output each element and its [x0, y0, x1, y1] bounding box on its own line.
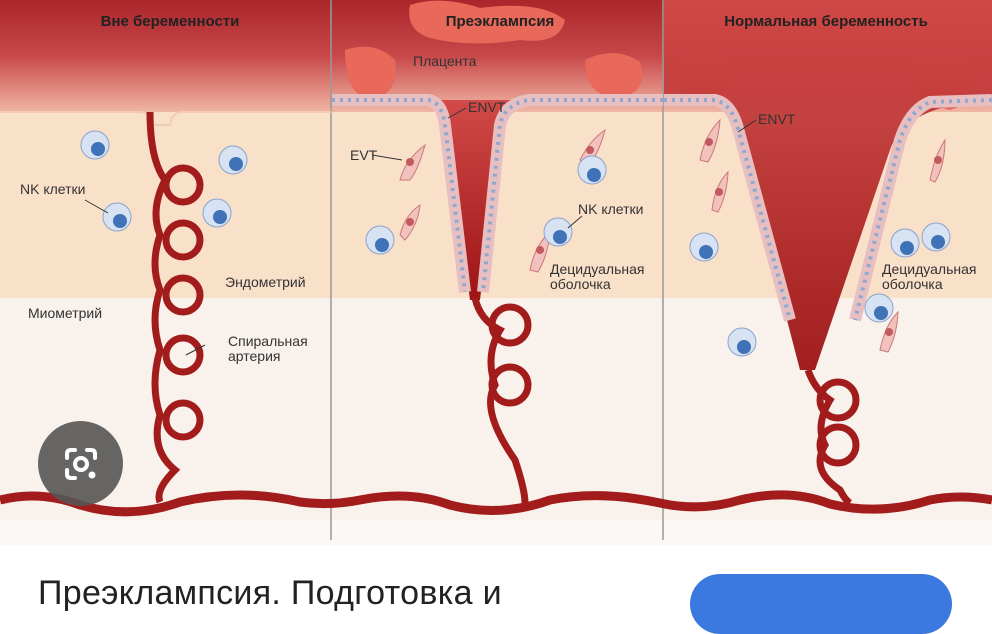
- nk-cell: [890, 228, 920, 258]
- label-spiral-artery: Спиральная: [228, 333, 308, 349]
- label-nk-cells: NK клетки: [20, 181, 85, 197]
- nk-cell: [202, 198, 232, 228]
- nk-cell: [218, 145, 248, 175]
- label-placenta: Плацента: [413, 53, 477, 69]
- evt-cell: [399, 203, 421, 241]
- lens-camera-icon: [64, 447, 97, 480]
- label-endometrium: Эндометрий: [225, 274, 306, 290]
- result-title[interactable]: Преэклампсия. Подготовка и: [38, 574, 502, 612]
- label-envt: ENVT: [468, 99, 506, 115]
- label-myometrium: Миометрий: [28, 305, 102, 321]
- uterine-artery: [0, 490, 992, 517]
- label-nk-cells: NK клетки: [578, 201, 643, 217]
- spiral-artery: [804, 368, 860, 507]
- label-decidua-2: оболочка: [550, 276, 611, 292]
- nk-cell: [577, 155, 607, 185]
- panel-title: Преэклампсия: [446, 13, 555, 30]
- evt-cell: [711, 170, 729, 213]
- nk-cell: [921, 222, 951, 252]
- label-decidua-2: оболочка: [882, 276, 943, 292]
- nk-cell: [365, 225, 395, 255]
- nk-cell: [543, 217, 573, 247]
- evt-cell: [879, 310, 899, 353]
- preeclampsia-diagram: Вне беременности NK клетки Эндометрий Ми…: [0, 0, 992, 545]
- nk-cell: [80, 130, 110, 160]
- panel-title: Нормальная беременность: [724, 13, 928, 30]
- panel-normal-pregnancy: Нормальная беременность ENVT Децидуальна…: [664, 0, 992, 507]
- nk-cell: [727, 327, 757, 357]
- evt-cell: [929, 138, 946, 183]
- evt-cell: [399, 143, 426, 181]
- evt-cell: [699, 118, 721, 163]
- nk-cell: [102, 202, 132, 232]
- lens-search-button[interactable]: [38, 421, 123, 506]
- visit-button[interactable]: [690, 574, 952, 634]
- nk-cell: [689, 232, 719, 262]
- spiral-artery: [471, 297, 532, 504]
- panel-title: Вне беременности: [101, 13, 240, 30]
- panel-preeclampsia: Преэклампсия Плацента ENVT EVT NK клетки…: [332, 0, 663, 504]
- label-spiral-artery-2: артерия: [228, 348, 281, 364]
- label-evt: EVT: [350, 147, 378, 163]
- label-envt: ENVT: [758, 111, 796, 127]
- label-decidua: Децидуальная: [882, 261, 976, 277]
- label-decidua: Децидуальная: [550, 261, 644, 277]
- panel-not-pregnant: Вне беременности NK клетки Эндометрий Ми…: [0, 13, 331, 504]
- spiral-artery: [146, 111, 204, 504]
- nk-cell: [864, 293, 894, 323]
